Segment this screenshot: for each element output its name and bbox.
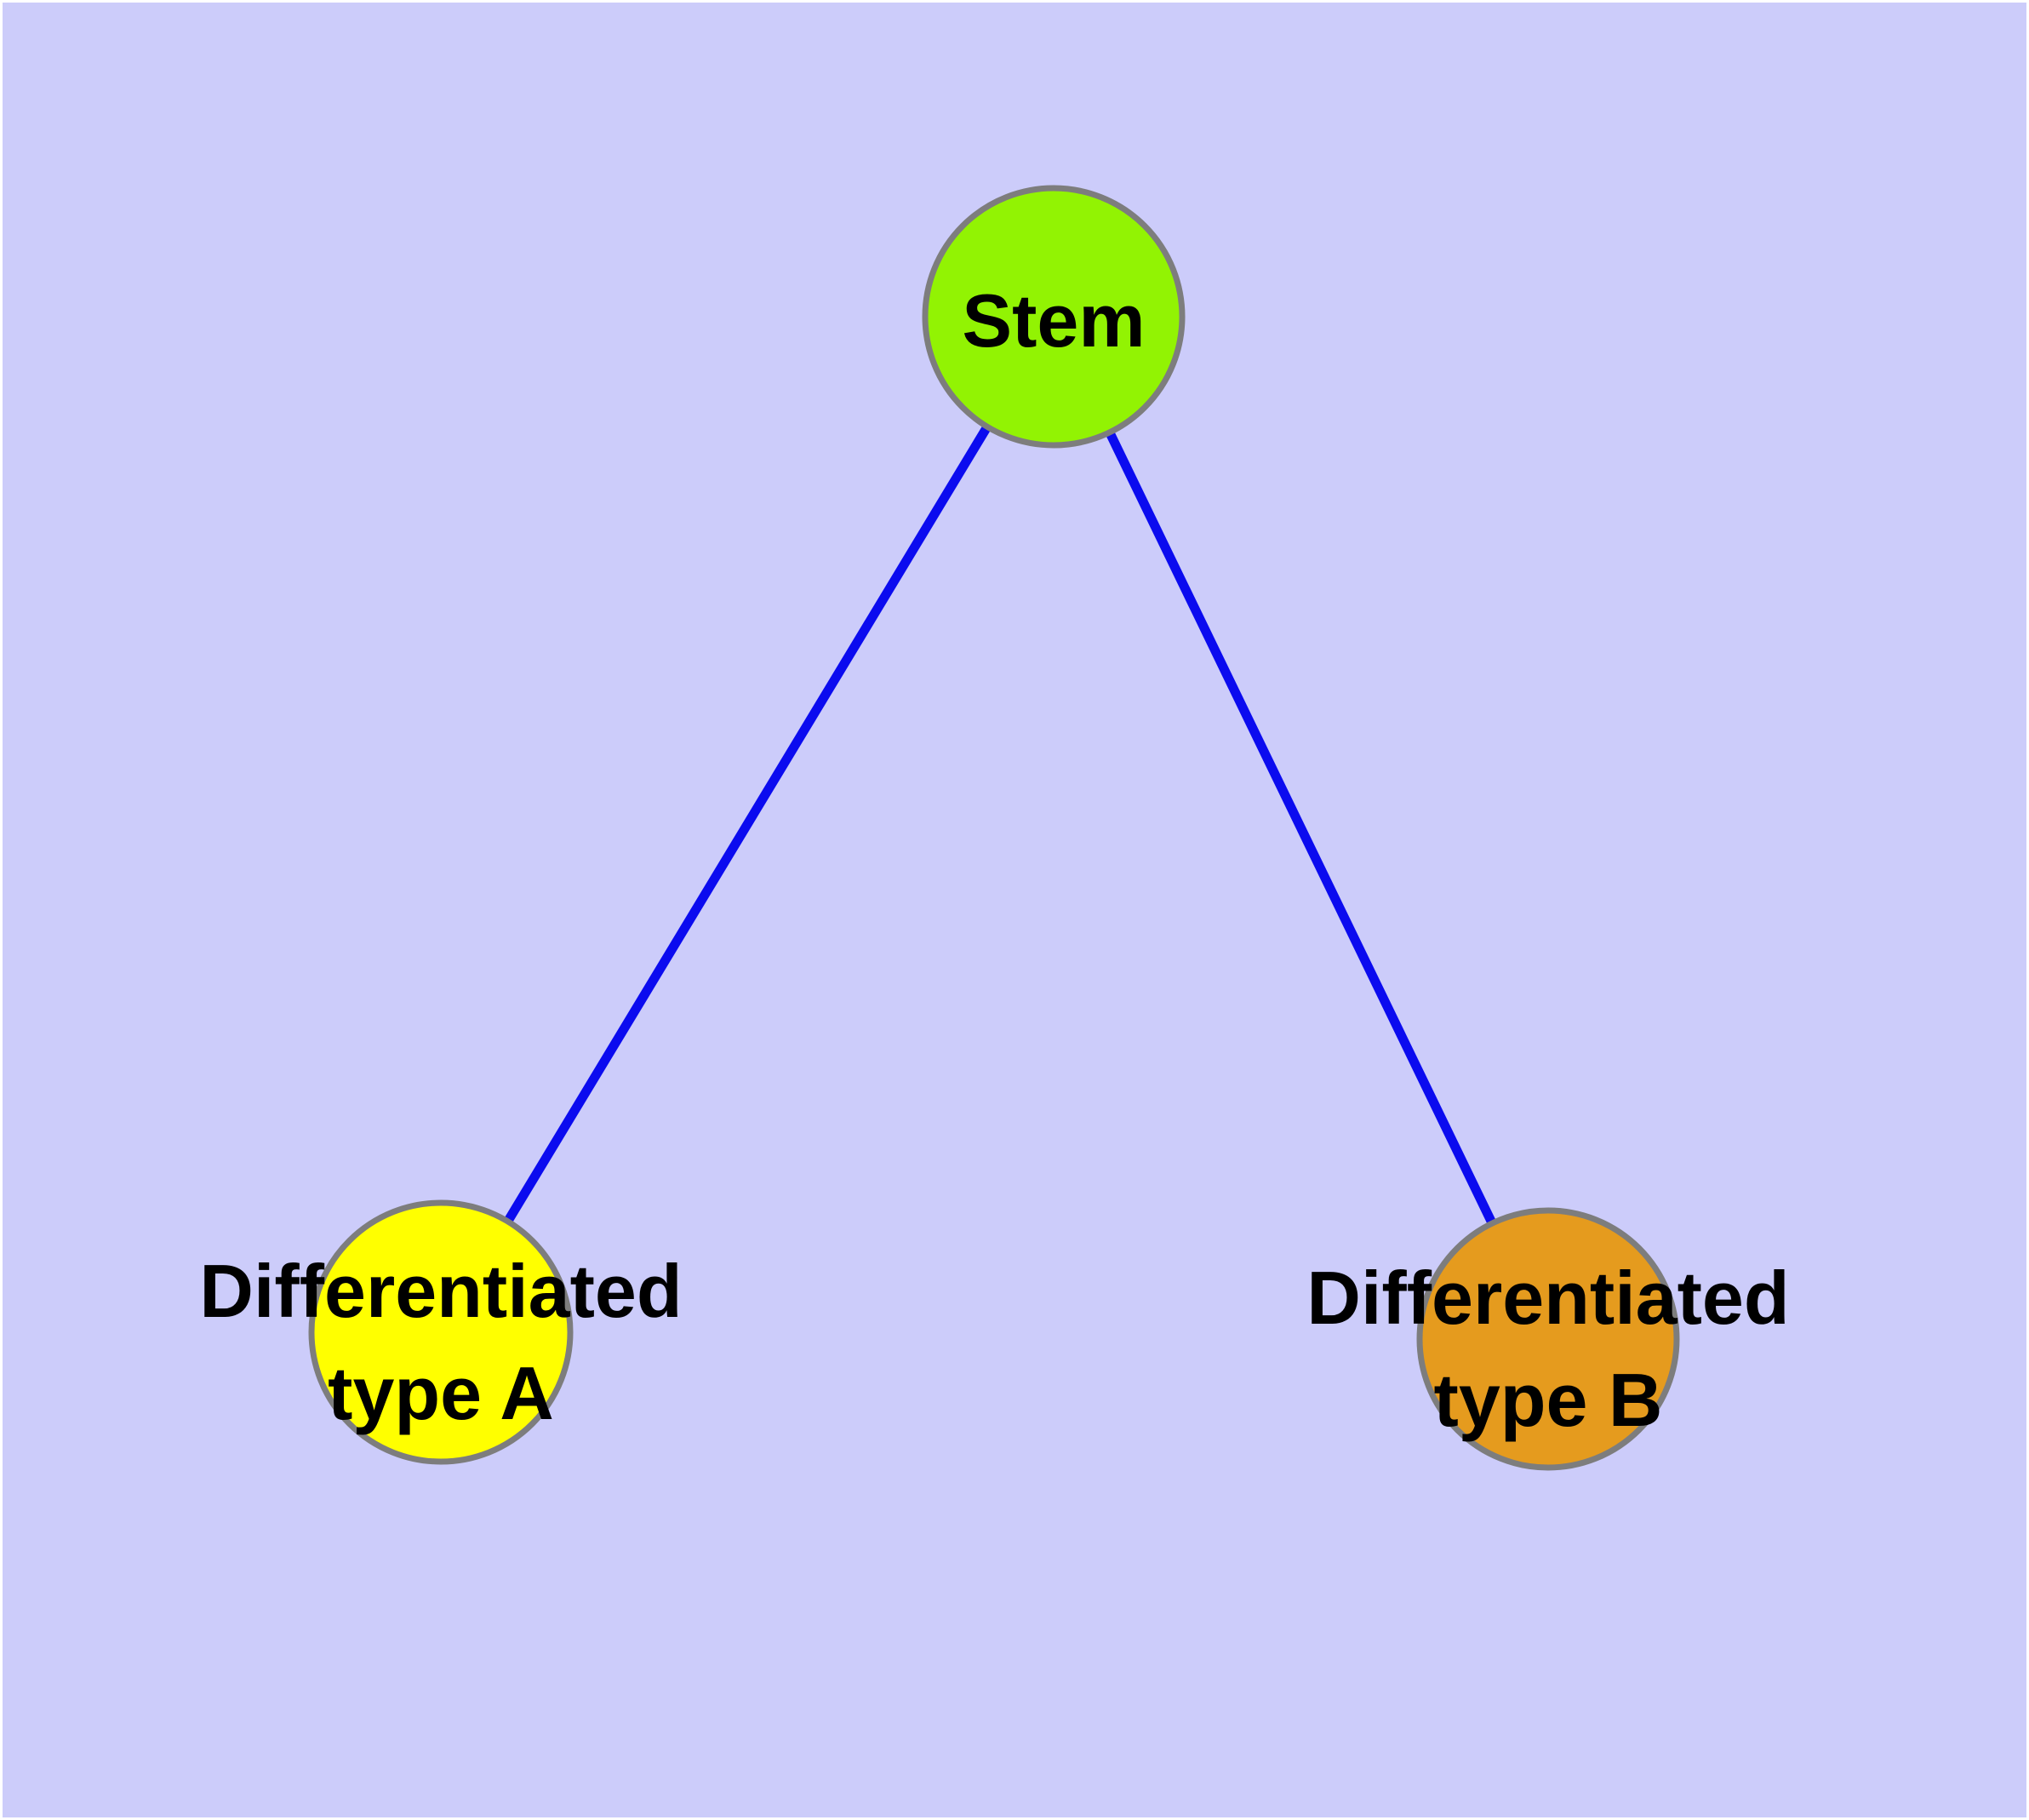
edge-layer	[437, 314, 1552, 1342]
node-label-stem: Stem	[962, 278, 1145, 363]
node-label-differentiated-type-b: Differentiated type B	[1306, 1256, 1789, 1442]
node-layer	[308, 185, 1680, 1471]
node-label-line: type A	[328, 1351, 554, 1435]
node-label-differentiated-type-a: Differentiated type A	[199, 1249, 682, 1435]
node-label-line: Stem	[962, 278, 1145, 363]
node-label-line: type B	[1434, 1358, 1663, 1442]
node-circle-stem	[922, 185, 1186, 449]
node-circle-differentiated-type-b	[1416, 1207, 1680, 1471]
edge-stem-to-differentiated-type-a	[437, 314, 1058, 1335]
node-label-line: Differentiated	[1306, 1256, 1789, 1340]
node-label-line: Differentiated	[199, 1249, 682, 1333]
node-circle-differentiated-type-a	[308, 1199, 574, 1465]
edge-stem-to-differentiated-type-b	[1049, 314, 1552, 1342]
